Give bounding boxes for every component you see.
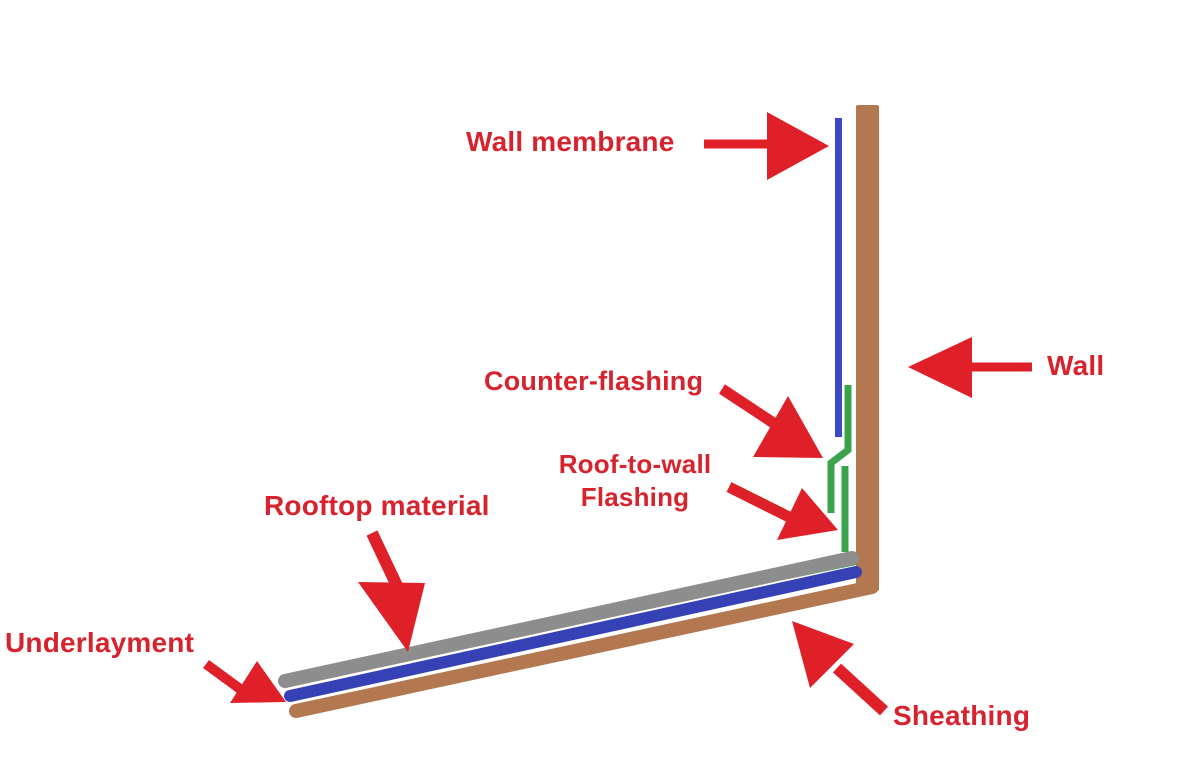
underlayment-label: Underlayment <box>5 627 195 658</box>
wall-label: Wall <box>1047 350 1105 381</box>
sheathing-label: Sheathing <box>893 700 1031 731</box>
roof-to-wall-flashing-label-line1: Roof-to-wall <box>558 449 712 479</box>
wall-membrane-arrow <box>704 112 829 180</box>
counter-flashing-label: Counter-flashing <box>484 366 704 396</box>
rooftop-material-arrow <box>358 530 425 652</box>
rooftop-material-label: Rooftop material <box>264 490 490 521</box>
sheathing-arrow <box>792 621 889 716</box>
wall-arrow <box>908 337 1032 398</box>
underlayment-arrow <box>203 659 286 703</box>
wall-membrane-label: Wall membrane <box>466 126 675 157</box>
rooftop-material-shape <box>278 551 859 688</box>
roof-to-wall-flashing-label-line2: Flashing <box>580 482 690 512</box>
wall-shape <box>856 105 879 591</box>
roof-to-wall-flashing-label: Roof-to-wall Flashing <box>540 448 730 514</box>
counter-flashing-arrow <box>718 384 823 458</box>
sheathing-shape <box>289 580 879 718</box>
underlayment-shape <box>284 566 862 702</box>
roof-to-wall-flashing-arrow <box>726 482 838 540</box>
counter-flashing-shape <box>827 385 852 513</box>
